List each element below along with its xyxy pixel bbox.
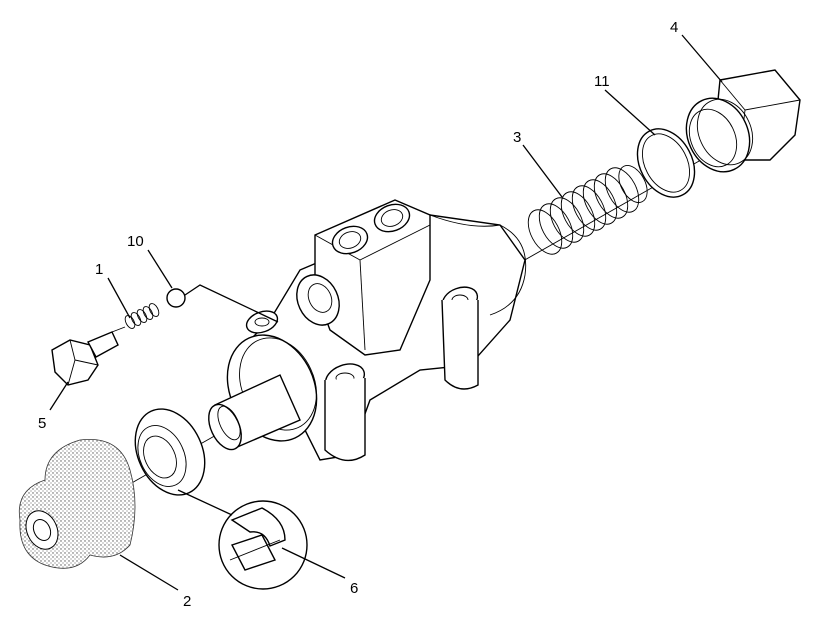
part-11-o-ring (636, 128, 696, 198)
leader-lines (49, 34, 723, 591)
callout-5: 5 (38, 415, 46, 432)
callout-3: 3 (513, 129, 521, 146)
callout-10: 10 (127, 233, 144, 250)
callout-1: 1 (95, 261, 103, 278)
callout-6: 6 (350, 580, 358, 597)
callout-2: 2 (183, 593, 191, 610)
part-10-ball (166, 288, 186, 308)
part-5-small-plug (51, 326, 126, 386)
seal-ring (134, 408, 206, 496)
part-6-seal-detail (218, 500, 308, 590)
part-3-spring (527, 165, 648, 255)
callout-11: 11 (594, 73, 610, 90)
callout-4: 4 (670, 19, 678, 36)
part-4-hex-plug (685, 69, 801, 173)
part-2-rubber-boot (18, 438, 136, 569)
spool-shaft (208, 374, 301, 451)
part-1-small-spring (124, 303, 160, 329)
